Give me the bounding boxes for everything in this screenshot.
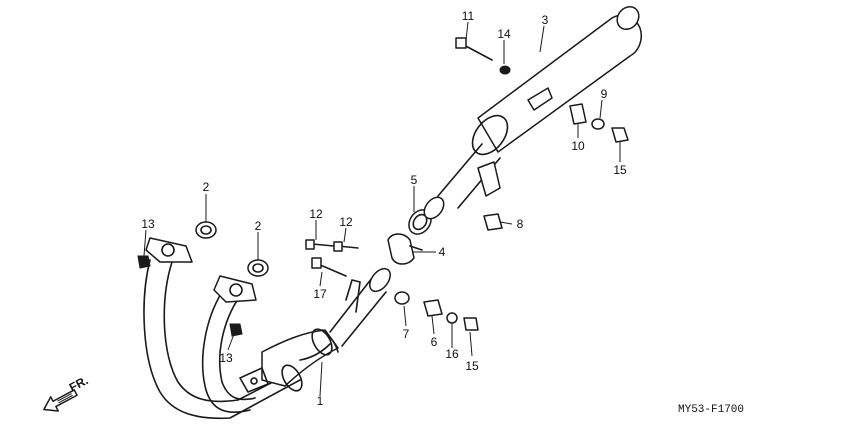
callout-10: 10: [571, 139, 585, 153]
callout-14: 14: [497, 27, 511, 41]
callout-11: 11: [462, 9, 475, 23]
callout-1: 1: [317, 394, 324, 408]
callout-17: 17: [313, 287, 327, 301]
front-arrow-icon: [43, 389, 78, 412]
callout-12-left: 12: [309, 207, 323, 221]
front-direction-indicator: FR.: [43, 373, 90, 412]
callout-13-lower: 13: [219, 351, 233, 365]
callout-4: 4: [439, 245, 446, 259]
callout-3: 3: [542, 13, 549, 27]
callout-7: 7: [403, 327, 410, 341]
callout-labels: 1 2 2 3 4 5 6 7 8 9 10 11 12 12 13 13 14…: [141, 9, 627, 408]
callout-2-lower: 2: [255, 219, 262, 233]
callout-2-upper: 2: [203, 180, 210, 194]
callout-12-right: 12: [339, 215, 353, 229]
callout-13-upper: 13: [141, 217, 155, 231]
callout-8: 8: [517, 217, 524, 231]
figure-code: MY53-F1700: [678, 404, 744, 416]
callout-15-lower: 15: [465, 359, 479, 373]
callout-9: 9: [601, 87, 608, 101]
callout-6: 6: [431, 335, 438, 349]
callout-15-upper: 15: [613, 163, 627, 177]
exhaust-pipe-assembly: [143, 237, 391, 420]
callout-5: 5: [411, 173, 418, 187]
leader-lines: [143, 21, 621, 397]
callout-16: 16: [445, 347, 459, 361]
small-parts: [137, 37, 629, 337]
muffler: [437, 5, 642, 209]
